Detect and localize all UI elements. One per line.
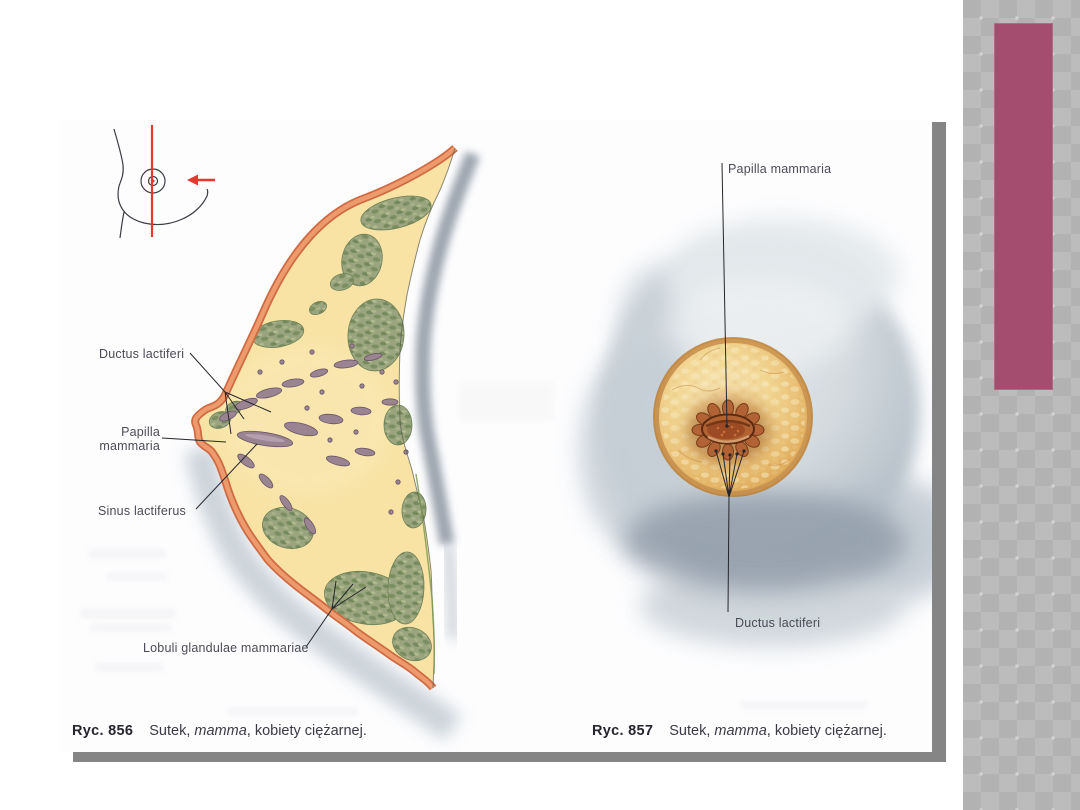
caption-fig-857: Ryc. 857 Sutek, mamma, kobiety ciężarnej. [592, 723, 887, 739]
leader-lines [161, 162, 745, 648]
label-papilla-mammaria-right: Papilla mammaria [728, 162, 832, 176]
label-papilla-mammaria-left: Papilla mammaria [78, 425, 160, 453]
caption-text: Sutek, mamma, kobiety ciężarnej. [149, 723, 367, 739]
decor-sidebar [963, 0, 1080, 810]
label-ductus-lactiferi-right: Ductus lactiferi [735, 616, 821, 630]
caption-italic: mamma [194, 723, 247, 739]
bleedthrough-smudge [227, 707, 359, 716]
atlas-page: Ductus lactiferi Papilla mammaria Sinus … [60, 120, 946, 762]
caption-post: , kobiety ciężarnej. [766, 723, 887, 739]
caption-pre: Sutek, [669, 723, 715, 739]
bleedthrough-smudge [88, 548, 166, 559]
label-line: Papilla [121, 425, 160, 439]
bleedthrough-smudge [94, 663, 164, 672]
label-line: mammaria [99, 439, 160, 453]
bleedthrough-smudge [90, 623, 172, 632]
figure-right-art [580, 217, 932, 647]
bleedthrough-smudge [458, 382, 554, 422]
caption-post: , kobiety ciężarnej. [246, 723, 367, 739]
bleedthrough-smudge [80, 608, 176, 619]
duct-opening-dots [714, 424, 746, 457]
figure-left-art [185, 145, 480, 741]
caption-italic: mamma [714, 723, 767, 739]
anatomy-artwork [113, 125, 932, 741]
section-arrow-icon [187, 174, 215, 186]
accent-bar [994, 23, 1053, 390]
label-ductus-lactiferi-left: Ductus lactiferi [99, 347, 185, 361]
caption-number: Ryc. 856 [72, 723, 134, 739]
bleedthrough-smudge [106, 572, 168, 581]
bleedthrough-smudge [740, 701, 868, 710]
caption-text: Sutek, mamma, kobiety ciężarnej. [669, 723, 887, 739]
caption-number: Ryc. 857 [592, 723, 654, 739]
label-lobuli-glandulae: Lobuli glandulae mammariae [143, 641, 309, 655]
inset-section-sketch [113, 125, 215, 239]
caption-pre: Sutek, [149, 723, 195, 739]
page-shadow-right [932, 122, 946, 762]
page-shadow-bottom [73, 752, 946, 762]
caption-fig-856: Ryc. 856 Sutek, mamma, kobiety ciężarnej. [72, 723, 367, 739]
label-sinus-lactiferus: Sinus lactiferus [98, 504, 186, 518]
